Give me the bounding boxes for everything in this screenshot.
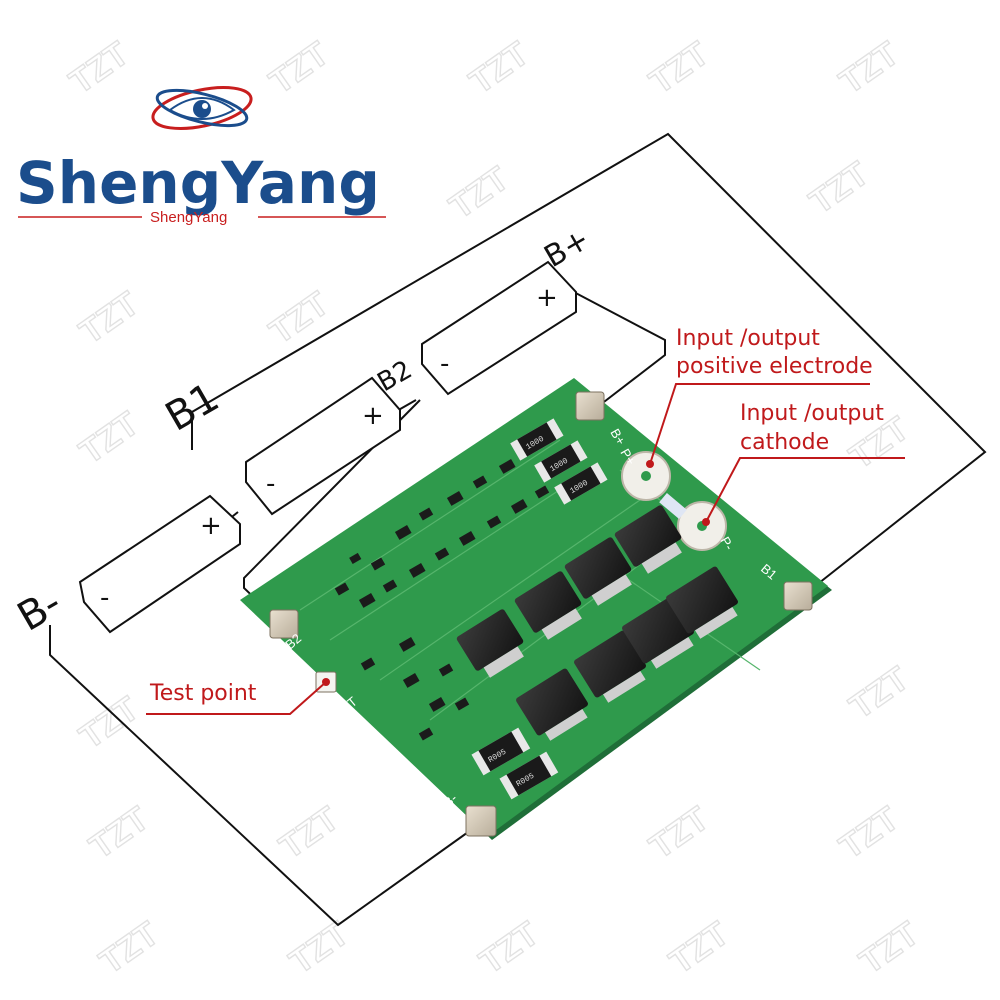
- silk-p-minus: P-: [717, 534, 736, 553]
- watermark-text: TZT: [263, 285, 336, 352]
- mosfet-array: [456, 505, 738, 741]
- watermark-text: TZT: [73, 690, 146, 757]
- watermark-text: TZT: [63, 35, 136, 102]
- watermark-text: TZT: [803, 155, 876, 222]
- watermark-text: TZT: [833, 35, 906, 102]
- cell-1-minus: -: [100, 583, 109, 613]
- resistor-r4: R005: [471, 727, 531, 776]
- test-point-label: Test point: [149, 681, 257, 706]
- cell-1-plus: +: [200, 511, 222, 541]
- watermark-text: TZT: [73, 405, 146, 472]
- watermark-text: TZT: [263, 35, 336, 102]
- shengyang-logo: ShengYang ShengYang: [16, 86, 386, 226]
- cell-1: + -: [78, 494, 241, 634]
- watermark-text: TZT: [83, 800, 156, 867]
- watermark-text: TZT: [853, 915, 926, 982]
- watermark-text: TZT: [473, 915, 546, 982]
- cell-2-plus: +: [362, 401, 384, 431]
- watermark-text: TZT: [843, 660, 916, 727]
- cell-2: + -: [245, 376, 401, 516]
- watermark-text: TZT: [283, 915, 356, 982]
- silk-p-plus: P+: [617, 446, 638, 468]
- watermark-text: TZT: [643, 35, 716, 102]
- brand-subtitle: ShengYang: [150, 209, 227, 226]
- watermark-text: TZT: [73, 285, 146, 352]
- eye-emblem-icon: [151, 86, 253, 130]
- watermark-text: TZT: [663, 915, 736, 982]
- resistor-r1: 1000: [510, 418, 564, 461]
- watermark-text: TZT: [443, 160, 516, 227]
- resistor-r5: R005: [499, 751, 559, 800]
- b-minus-label: B-: [10, 580, 69, 641]
- watermark-text: TZT: [643, 800, 716, 867]
- smd-components: [334, 459, 550, 741]
- watermark-text: TZT: [833, 800, 906, 867]
- pcb-board: 1000 1000 1000 R005 R005: [240, 378, 832, 840]
- cell-3: + -: [421, 260, 577, 396]
- watermark-text: TZT: [93, 915, 166, 982]
- annotations: Input /output positive electrode Input /…: [146, 326, 905, 715]
- watermark-text: TZT: [273, 800, 346, 867]
- resistor-r2: 1000: [534, 440, 588, 483]
- positive-label-line2: positive electrode: [676, 354, 873, 379]
- b-minus-pad: [465, 805, 497, 837]
- b-plus-pad: [575, 391, 605, 421]
- b1-label: B1: [158, 374, 227, 440]
- cell-3-minus: -: [440, 349, 449, 379]
- cathode-label-line1: Input /output: [740, 401, 884, 426]
- positive-label-line1: Input /output: [676, 326, 820, 351]
- silk-b-plus: B+: [607, 426, 628, 448]
- cell-3-plus: +: [536, 283, 558, 313]
- watermark-text: TZT: [463, 35, 536, 102]
- b1-pad: [783, 581, 813, 611]
- cell-2-minus: -: [266, 469, 275, 499]
- b2-pad: [269, 609, 299, 639]
- resistor-r3: 1000: [554, 462, 608, 505]
- cathode-label-line2: cathode: [740, 430, 829, 455]
- brand-name: ShengYang: [16, 149, 380, 217]
